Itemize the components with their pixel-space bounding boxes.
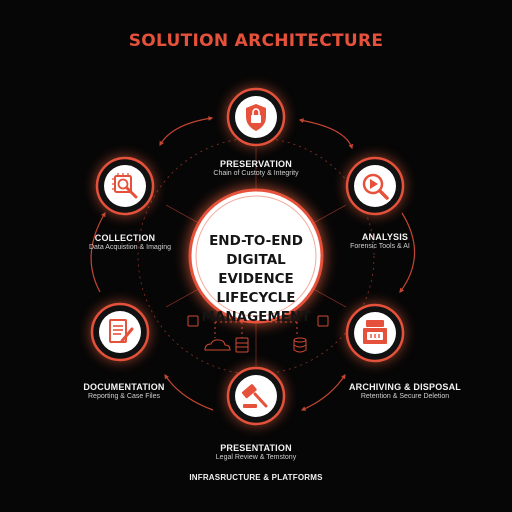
analysis-subtitle: Forensic Tools & AI [350,243,410,250]
arrow-collection-preservation [159,116,214,147]
center-label: END-TO-END DIGITAL EVIDENCE LIFECYCLE MA… [181,232,331,327]
infrastructure-icons [187,315,329,353]
infrastructure-label: INFRASRUCTURE & PLATFORMS [189,473,323,482]
node-documentation [90,302,150,362]
arrow-analysis-archiving [399,212,416,293]
analysis-title: ANALYSIS [361,232,409,242]
node-collection [95,156,155,216]
cycle-arrows [90,116,416,411]
cloud-icon [204,339,231,351]
collection-title: COLLECTION [94,233,156,243]
arrow-preservation-analysis [298,118,354,150]
documentation-subtitle: Reporting & Case Files [88,393,160,400]
center-line-1: END-TO-END DIGITAL [209,233,303,268]
center-line-3: MANAGEMENT [201,309,311,325]
diagram-title: SOLUTION ARCHITECTURE [128,31,384,51]
preservation-subtitle: Chain of Custoty & Integrity [213,170,299,177]
gavel-icon [242,384,268,408]
arrow-presentation-documentation [164,373,214,411]
presentation-subtitle: Legal Review & Temstony [215,454,297,461]
documentation-title: DOCUMENTATION [83,382,165,392]
preservation-title: PRESERVATION [220,159,292,169]
archiving-subtitle: Retention & Secure Deletion [360,393,450,400]
chip-magnifier-icon [112,173,138,199]
archiving-title: ARCHIVING & DISPOSAL [348,382,461,392]
magnifier-play-icon [362,173,389,200]
archive-box-icon [363,320,387,344]
presentation-title: PRESENTATION [220,443,292,453]
collection-subtitle: Data Acquistion & Imaging [88,244,172,251]
document-pen-icon [109,319,134,343]
node-preservation [226,87,286,147]
arrow-archiving-presentation [300,373,346,411]
node-archiving [345,303,405,363]
node-presentation [226,366,286,426]
shield-lock-icon [246,104,266,131]
database-icon [293,337,307,353]
center-line-2: EVIDENCE LIFECYCLE [216,271,296,306]
arrow-documentation-collection [90,211,106,293]
node-analysis [345,156,405,216]
server-icon [235,337,249,353]
inner-ring [137,137,375,375]
